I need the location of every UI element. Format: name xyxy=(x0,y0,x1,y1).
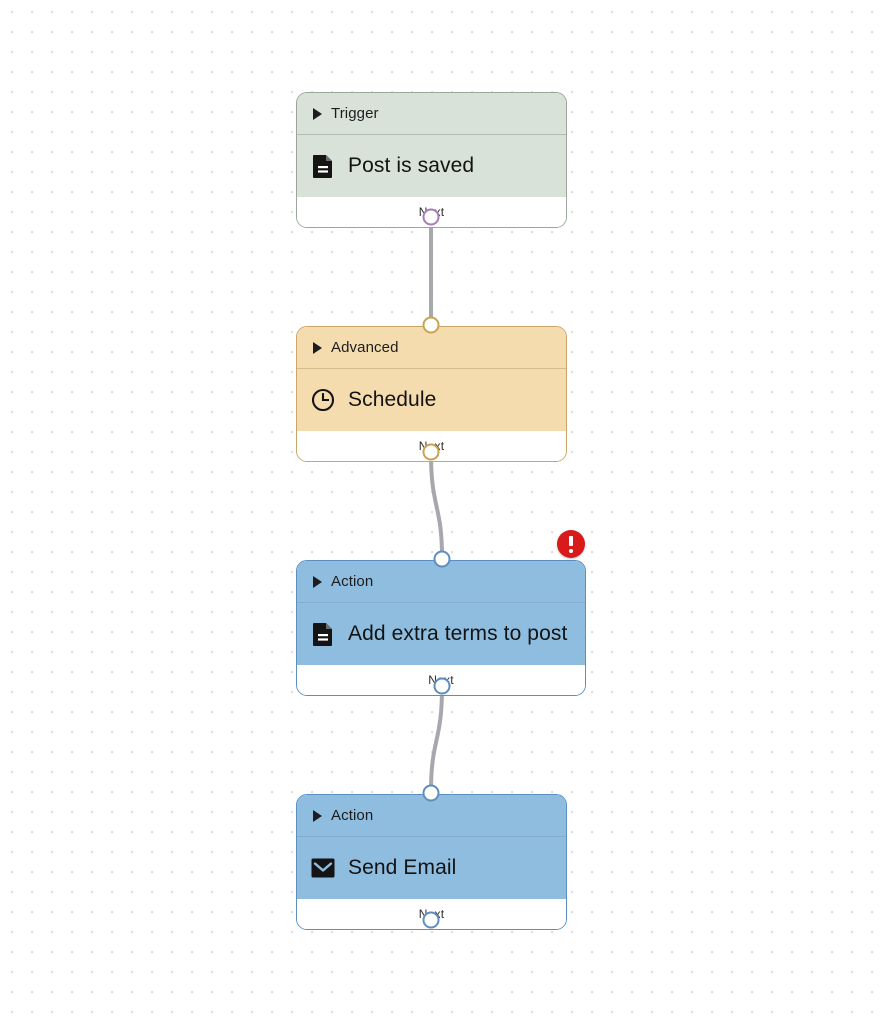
chevron-right-icon[interactable] xyxy=(313,809,322,822)
port-action2-out[interactable] xyxy=(422,911,440,929)
port-action1-in[interactable] xyxy=(433,550,451,568)
node-advanced-schedule[interactable]: Advanced Schedule Next xyxy=(296,326,567,462)
chevron-right-icon[interactable] xyxy=(313,341,322,354)
node-header[interactable]: Advanced xyxy=(297,327,566,368)
node-header[interactable]: Action xyxy=(297,795,566,836)
node-divider xyxy=(297,134,566,135)
node-action-add-extra-terms-to-post[interactable]: Action Add extra terms to post Next xyxy=(296,560,586,696)
port-action2-in[interactable] xyxy=(422,784,440,802)
node-title: Schedule xyxy=(348,388,437,411)
port-advanced-out[interactable] xyxy=(422,443,440,461)
node-divider xyxy=(297,602,585,603)
node-body[interactable]: Add extra terms to post xyxy=(297,603,585,665)
node-divider xyxy=(297,368,566,369)
node-divider xyxy=(297,836,566,837)
node-body[interactable]: Send Email xyxy=(297,837,566,899)
node-title: Add extra terms to post xyxy=(348,622,568,645)
chevron-right-icon[interactable] xyxy=(313,575,322,588)
envelope-icon xyxy=(311,856,335,880)
node-category-label: Advanced xyxy=(331,339,399,356)
port-action1-out[interactable] xyxy=(433,677,451,695)
error-icon[interactable] xyxy=(557,530,585,558)
node-title: Post is saved xyxy=(348,154,475,177)
clock-icon xyxy=(311,388,335,412)
node-title: Send Email xyxy=(348,856,457,879)
document-icon xyxy=(311,154,335,178)
node-header[interactable]: Action xyxy=(297,561,585,602)
node-category-label: Action xyxy=(331,573,374,590)
exclamation-glyph xyxy=(569,535,573,553)
port-advanced-in[interactable] xyxy=(422,316,440,334)
edge-action1-to-action2 xyxy=(429,686,444,793)
node-category-label: Trigger xyxy=(331,105,379,122)
edge-advanced-to-action1 xyxy=(429,452,444,559)
node-body[interactable]: Schedule xyxy=(297,369,566,431)
node-body[interactable]: Post is saved xyxy=(297,135,566,197)
node-category-label: Action xyxy=(331,807,374,824)
node-header[interactable]: Trigger xyxy=(297,93,566,134)
document-icon xyxy=(311,622,335,646)
port-trigger-out[interactable] xyxy=(422,208,440,226)
chevron-right-icon[interactable] xyxy=(313,107,322,120)
node-action-send-email[interactable]: Action Send Email Next xyxy=(296,794,567,930)
